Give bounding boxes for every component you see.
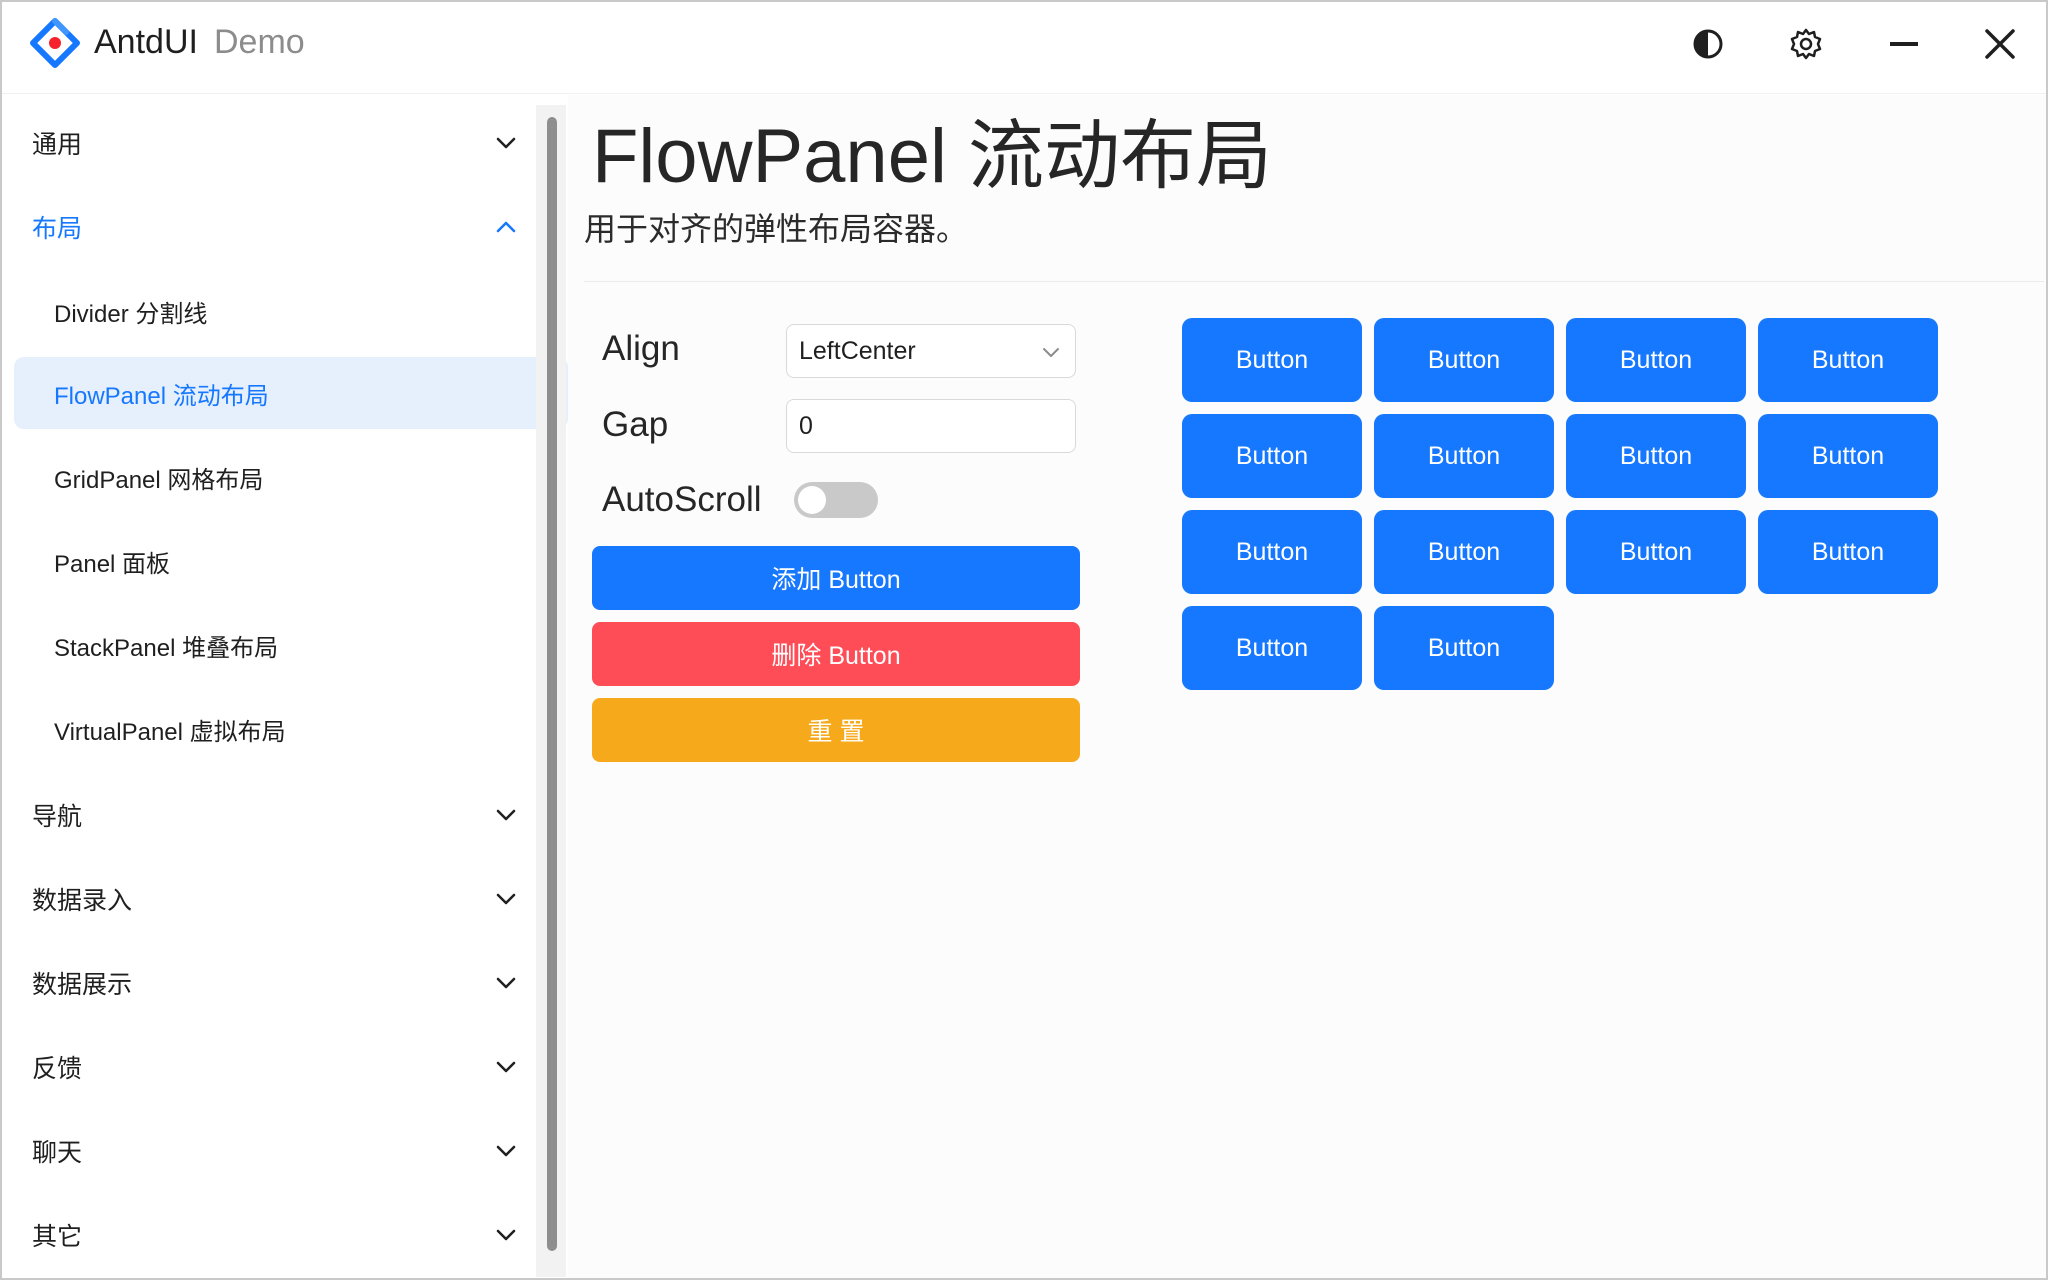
sidebar-group-layout[interactable]: 布局 (14, 191, 542, 263)
sidebar-group-label: 通用 (32, 131, 83, 159)
app-title: AntdUI (94, 23, 198, 61)
header-divider (584, 281, 2044, 282)
flow-button[interactable]: Button (1758, 414, 1938, 498)
sidebar-item-label: Panel 面板 (54, 550, 171, 578)
chevron-down-icon (496, 1145, 516, 1157)
title-bar[interactable]: AntdUI Demo (2, 2, 2046, 94)
sidebar-item-divider[interactable]: Divider 分割线 (14, 275, 568, 347)
page-description: 用于对齐的弹性布局容器。 (584, 211, 969, 247)
sidebar-item-stackpanel[interactable]: StackPanel 堆叠布局 (14, 609, 568, 681)
align-label: Align (602, 329, 680, 368)
chevron-down-icon (1043, 348, 1059, 357)
flow-button[interactable]: Button (1182, 414, 1362, 498)
sidebar-scrollbar-thumb[interactable] (547, 117, 557, 1251)
sidebar-item-label: VirtualPanel 虚拟布局 (54, 718, 286, 746)
chevron-down-icon (496, 893, 516, 905)
antd-logo-icon (30, 18, 80, 68)
flow-button[interactable]: Button (1374, 510, 1554, 594)
gap-input[interactable]: 0 (786, 399, 1076, 453)
flow-button[interactable]: Button (1374, 318, 1554, 402)
chevron-up-icon (496, 221, 516, 233)
page-title: FlowPanel 流动布局 (592, 114, 1272, 199)
gap-input-value: 0 (799, 411, 813, 440)
chevron-down-icon (496, 977, 516, 989)
theme-contrast-icon (1693, 29, 1723, 59)
settings-gear-icon (1790, 28, 1822, 60)
gap-label: Gap (602, 405, 669, 444)
sidebar-group-chat[interactable]: 聊天 (14, 1115, 542, 1187)
chevron-down-icon (496, 809, 516, 821)
chevron-down-icon (496, 137, 516, 149)
autoscroll-label: AutoScroll (602, 480, 762, 519)
sidebar-group-label: 聊天 (32, 1139, 83, 1167)
app-subtitle: Demo (214, 23, 305, 61)
sidebar-menu: 通用 布局 Divider 分割线 FlowPanel 流动布局 GridPan… (2, 95, 568, 1278)
sidebar-group-label: 数据展示 (32, 971, 133, 999)
minimize-icon (1890, 42, 1918, 46)
close-button[interactable] (1972, 16, 2028, 72)
sidebar-item-gridpanel[interactable]: GridPanel 网格布局 (14, 441, 568, 513)
sidebar-item-label: FlowPanel 流动布局 (54, 382, 269, 410)
flow-button[interactable]: Button (1566, 318, 1746, 402)
sidebar-item-panel[interactable]: Panel 面板 (14, 525, 568, 597)
toggle-knob (798, 486, 826, 514)
flow-button[interactable]: Button (1566, 510, 1746, 594)
sidebar-group-label: 导航 (32, 803, 83, 831)
sidebar-item-virtualpanel[interactable]: VirtualPanel 虚拟布局 (14, 693, 568, 765)
sidebar-item-label: Divider 分割线 (54, 300, 208, 328)
chevron-down-icon (496, 1229, 516, 1241)
sidebar-group-label: 反馈 (32, 1055, 83, 1083)
align-select-value: LeftCenter (799, 336, 916, 365)
sidebar-group-data-display[interactable]: 数据展示 (14, 947, 542, 1019)
minimize-button[interactable] (1876, 16, 1932, 72)
sidebar-group-label: 数据录入 (32, 887, 133, 915)
sidebar-item-flowpanel[interactable]: FlowPanel 流动布局 (14, 357, 568, 429)
add-button[interactable]: 添加 Button (592, 546, 1080, 610)
sidebar-group-other[interactable]: 其它 (14, 1199, 542, 1271)
align-select[interactable]: LeftCenter (786, 324, 1076, 378)
flow-panel: Button Button Button Button Button Butto… (1182, 318, 1962, 718)
flow-button[interactable]: Button (1566, 414, 1746, 498)
autoscroll-toggle[interactable] (794, 482, 878, 518)
flow-button[interactable]: Button (1182, 318, 1362, 402)
sidebar-group-label: 其它 (32, 1223, 83, 1251)
sidebar-group-label: 布局 (32, 215, 83, 243)
close-icon (1985, 29, 2015, 59)
sidebar-group-feedback[interactable]: 反馈 (14, 1031, 542, 1103)
settings-button[interactable] (1778, 16, 1834, 72)
sidebar-item-label: GridPanel 网格布局 (54, 466, 264, 494)
flow-button[interactable]: Button (1182, 606, 1362, 690)
flow-button[interactable]: Button (1758, 318, 1938, 402)
flow-button[interactable]: Button (1758, 510, 1938, 594)
sidebar-item-label: StackPanel 堆叠布局 (54, 634, 279, 662)
flow-button[interactable]: Button (1374, 606, 1554, 690)
reset-button[interactable]: 重 置 (592, 698, 1080, 762)
main-content: FlowPanel 流动布局 用于对齐的弹性布局容器。 Align LeftCe… (568, 95, 2046, 1278)
theme-toggle-button[interactable] (1680, 16, 1736, 72)
sidebar-group-data-entry[interactable]: 数据录入 (14, 863, 542, 935)
chevron-down-icon (496, 1061, 516, 1073)
delete-button[interactable]: 删除 Button (592, 622, 1080, 686)
sidebar-group-navigation[interactable]: 导航 (14, 779, 542, 851)
sidebar-group-general[interactable]: 通用 (14, 107, 542, 179)
flow-button[interactable]: Button (1374, 414, 1554, 498)
flow-button[interactable]: Button (1182, 510, 1362, 594)
